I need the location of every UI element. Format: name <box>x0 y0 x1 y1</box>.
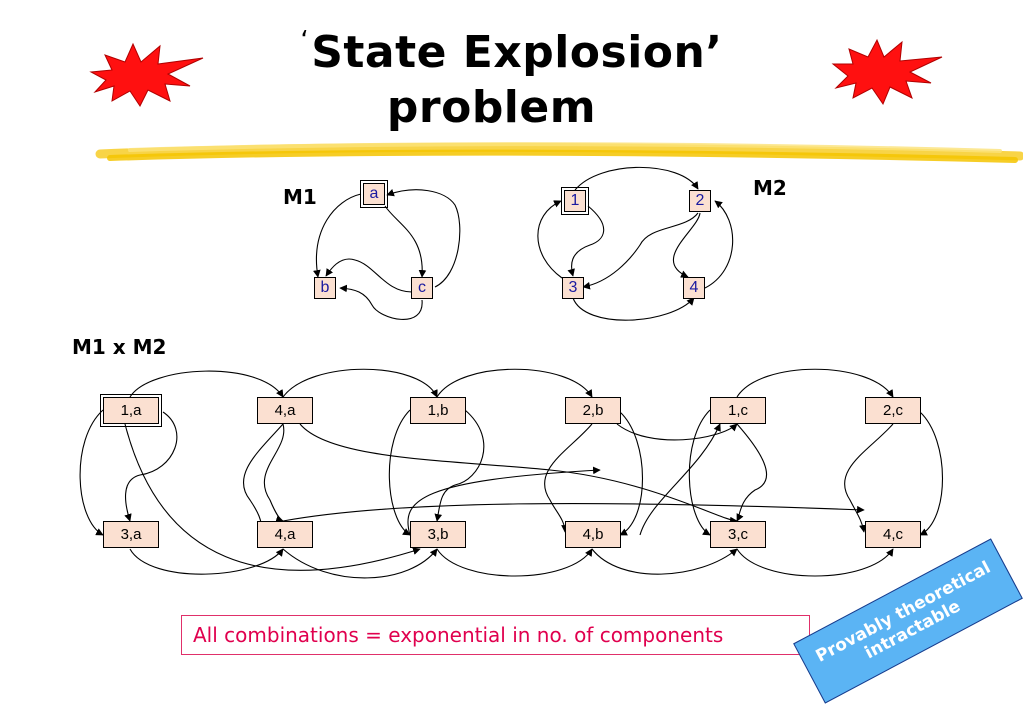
m1-state-b: b <box>314 277 336 299</box>
m1-state-c: c <box>411 277 433 299</box>
callout-note: All combinations = exponential in no. of… <box>181 615 810 655</box>
m1-label: M1 <box>283 185 317 209</box>
m2-label: M2 <box>753 176 787 200</box>
product-state-4b: 4,b <box>565 521 621 548</box>
title-text: State Explosion’ <box>311 27 723 78</box>
m2-state-2: 2 <box>689 190 711 212</box>
starburst-icon <box>89 42 204 107</box>
product-state-3a: 3,a <box>103 521 159 548</box>
product-state-1c: 1,c <box>710 397 766 424</box>
product-state-2c: 2,c <box>865 397 921 424</box>
product-state-4a-top: 4,a <box>257 397 313 424</box>
product-label: M1 x M2 <box>72 335 167 359</box>
slide-title-line2: problem <box>386 82 597 133</box>
product-state-3c: 3,c <box>710 521 766 548</box>
m2-state-4: 4 <box>683 277 705 299</box>
title-quote-mark: ‘ <box>300 26 310 56</box>
product-state-1b: 1,b <box>410 397 466 424</box>
product-state-1a: 1,a <box>100 394 162 427</box>
product-state-4a-bottom: 4,a <box>257 521 313 548</box>
product-state-2b: 2,b <box>565 397 621 424</box>
m1-state-a: a <box>360 180 388 208</box>
m2-state-3: 3 <box>562 277 584 299</box>
m2-state-1: 1 <box>561 187 589 215</box>
product-state-3b: 3,b <box>410 521 466 548</box>
starburst-icon <box>831 38 943 106</box>
slide-title-line1: ‘State Explosion’ <box>0 26 1023 78</box>
product-state-4c: 4,c <box>865 521 921 548</box>
